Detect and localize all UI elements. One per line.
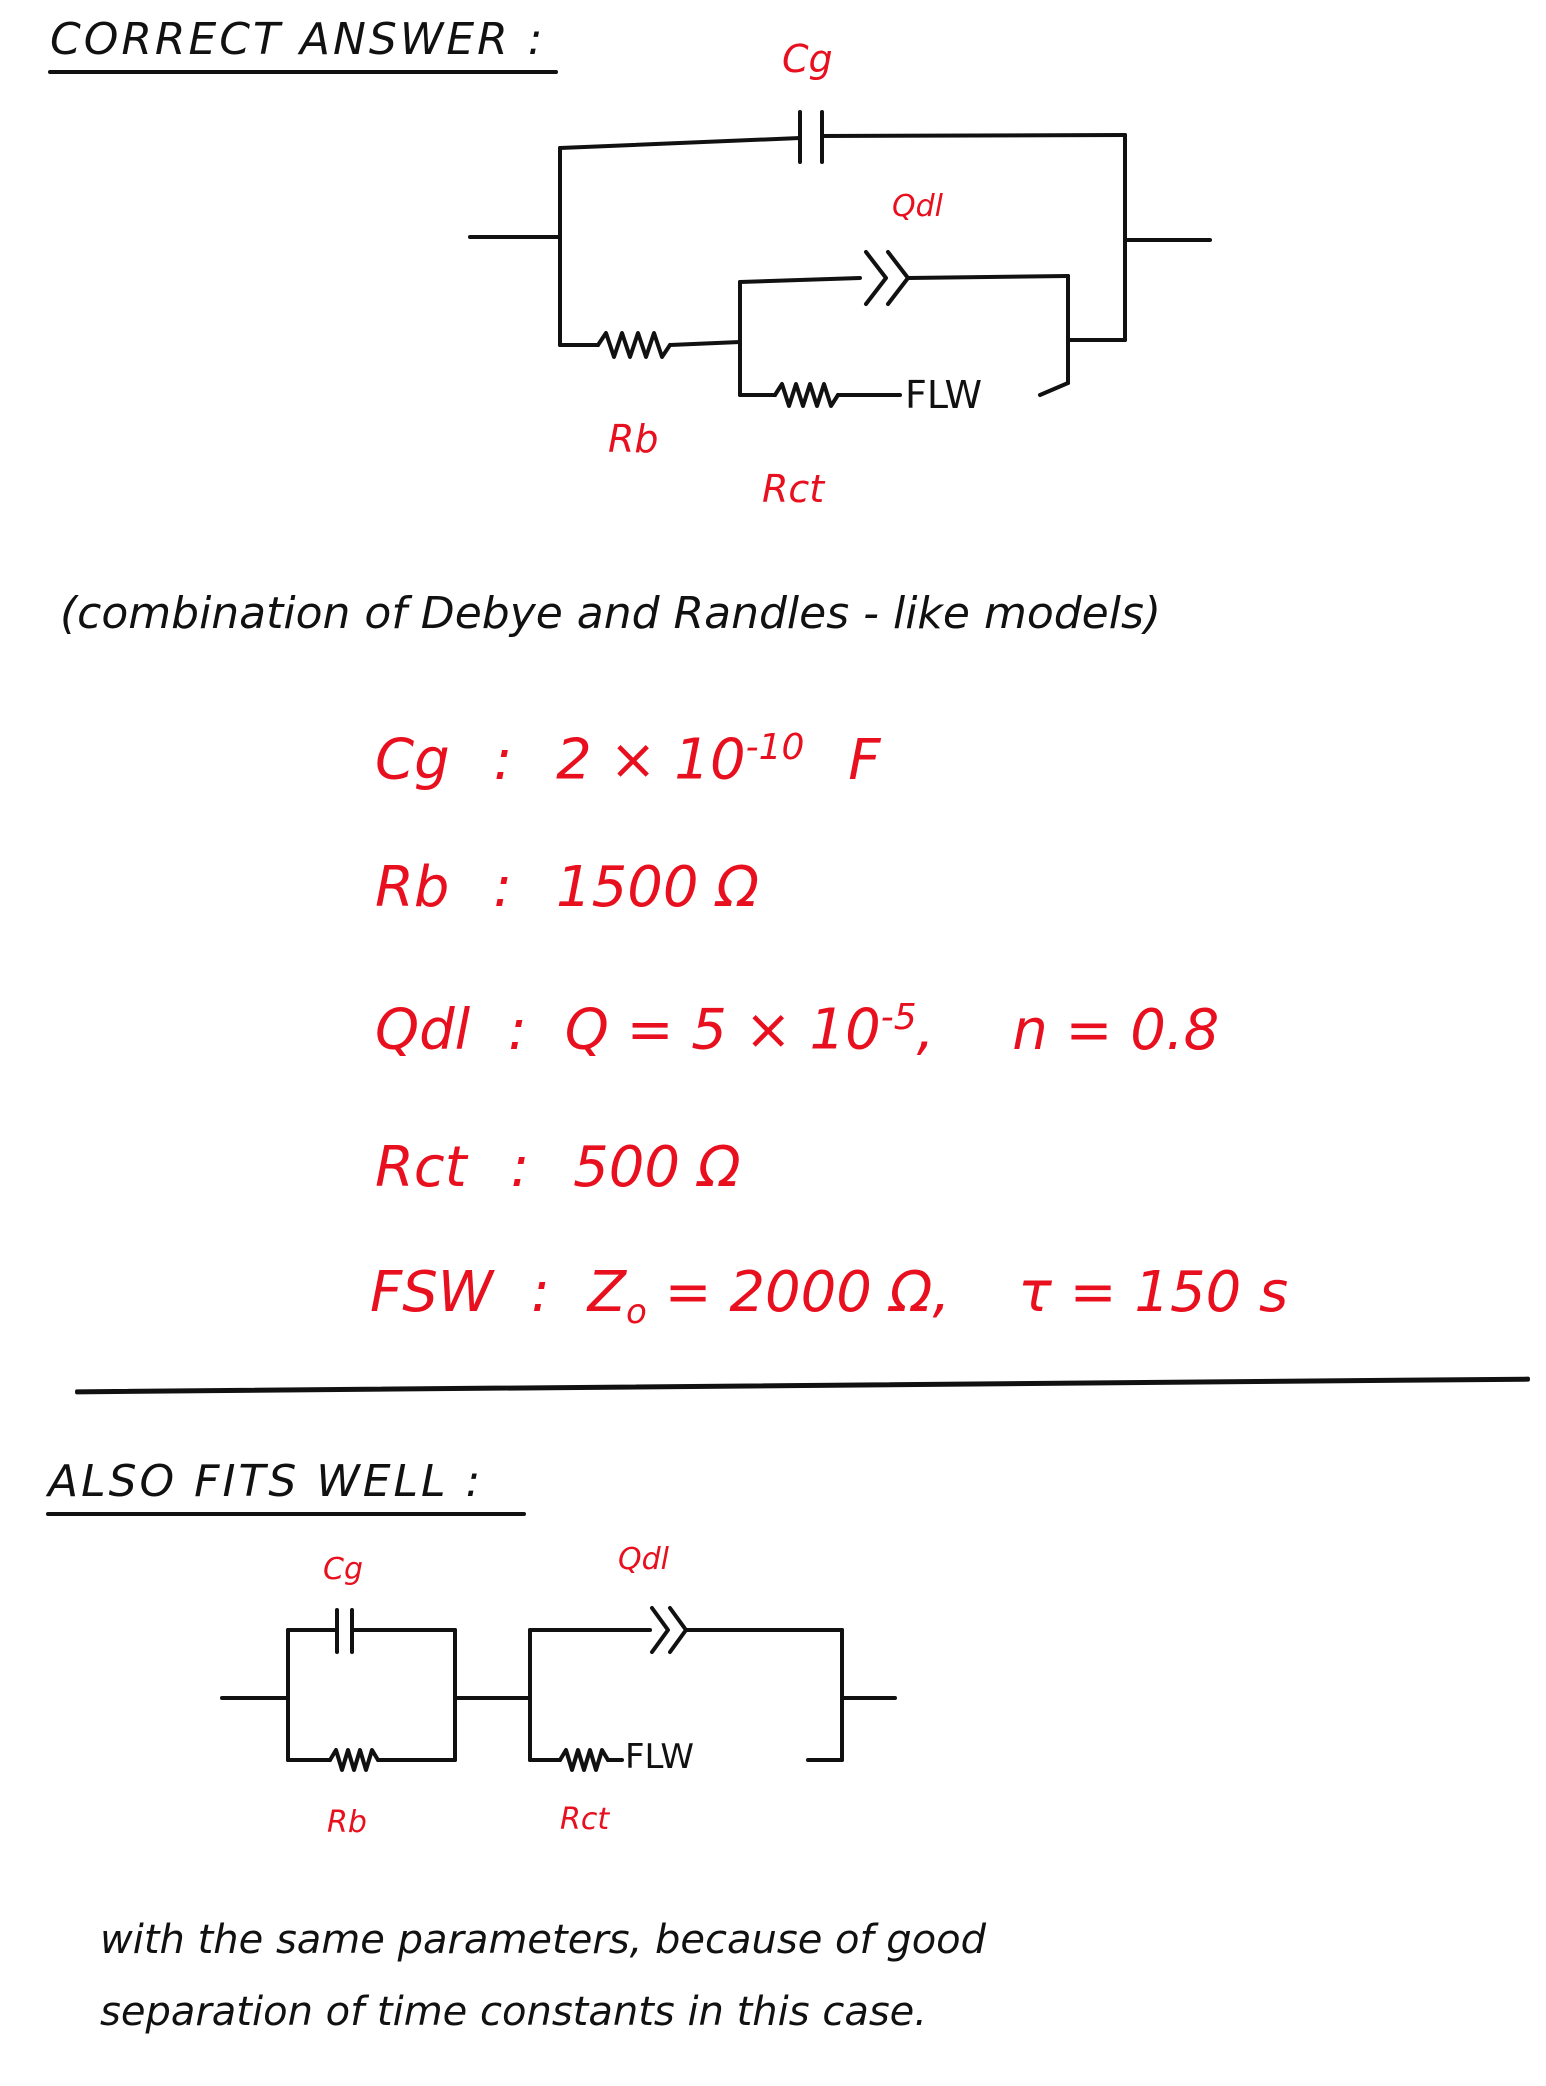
- param-cg-value: 2 × 10: [556, 727, 746, 793]
- alt-qdl-cpe-left: [650, 1606, 670, 1654]
- correct-answer-heading: CORRECT ANSWER :: [50, 14, 546, 65]
- param-qdl-exponent: -5: [880, 997, 917, 1038]
- rb-resistor: [596, 331, 672, 359]
- param-rct-value: 500 Ω: [573, 1135, 741, 1200]
- top-wire-left: [558, 136, 802, 150]
- param-qdl-label: Qdl: [375, 997, 471, 1063]
- param-cg-exponent: -10: [745, 727, 805, 768]
- param-qdl-q: Q = 5 × 10: [564, 997, 881, 1063]
- param-cg-label: Cg: [375, 727, 450, 793]
- param-cg: Cg : 2 × 10-10 F: [375, 727, 881, 793]
- top-wire-right: [820, 133, 1127, 138]
- combination-note: (combination of Debye and Randles - like…: [60, 588, 1162, 639]
- note-line-1: with the same parameters, because of goo…: [100, 1917, 987, 1963]
- qdl-label: Qdl: [892, 189, 943, 224]
- param-qdl: Qdl : Q = 5 × 10-5, n = 0.8: [375, 997, 1220, 1063]
- alt-rct-resistor: [558, 1748, 610, 1772]
- param-fsw-tau: τ = 150 s: [1018, 1260, 1289, 1325]
- param-fsw-label: FSW: [370, 1260, 494, 1325]
- rct-label: Rct: [762, 467, 825, 511]
- param-qdl-n: n = 0.8: [1012, 997, 1220, 1063]
- also-fits-underline: [46, 1512, 526, 1516]
- alt-cg-label: Cg: [323, 1552, 363, 1587]
- param-rct: Rct : 500 Ω: [375, 1135, 741, 1200]
- qdl-cpe-right: [886, 250, 910, 306]
- alt-qdl-label: Qdl: [618, 1542, 669, 1577]
- rb-label: Rb: [608, 417, 659, 461]
- qdl-cpe-left: [864, 250, 888, 306]
- qdl-wire-right: [906, 274, 1070, 280]
- alt-rb-label: Rb: [327, 1805, 367, 1840]
- param-rb-value: 1500 Ω: [555, 855, 760, 920]
- param-cg-unit: F: [848, 727, 881, 793]
- cg-label: Cg: [782, 37, 833, 81]
- also-fits-heading: ALSO FITS WELL :: [48, 1456, 484, 1507]
- alt-flw-element: FLW: [625, 1737, 694, 1777]
- alt-qdl-cpe-right: [668, 1606, 688, 1654]
- param-fsw-z-rest: = 2000 Ω: [664, 1260, 933, 1325]
- alternative-circuit-diagram: [220, 1606, 897, 1772]
- flw-to-rail-wire: [1038, 381, 1070, 397]
- note-line-2: separation of time constants in this cas…: [100, 1989, 927, 2035]
- param-fsw: FSW : Zo = 2000 Ω, τ = 150 s: [370, 1260, 1289, 1333]
- rb-to-node-wire: [668, 340, 742, 347]
- param-fsw-z-sub: o: [626, 1292, 647, 1333]
- param-rb-label: Rb: [375, 855, 450, 920]
- param-fsw-z: Z: [587, 1260, 627, 1325]
- flw-element: FLW: [905, 373, 983, 417]
- alt-rct-label: Rct: [560, 1802, 610, 1837]
- param-rct-label: Rct: [375, 1135, 467, 1200]
- rct-resistor: [773, 382, 840, 408]
- correct-answer-underline: [48, 70, 558, 74]
- param-rb: Rb : 1500 Ω: [375, 855, 760, 920]
- qdl-wire-left: [738, 276, 862, 284]
- alt-rb-resistor: [328, 1748, 380, 1772]
